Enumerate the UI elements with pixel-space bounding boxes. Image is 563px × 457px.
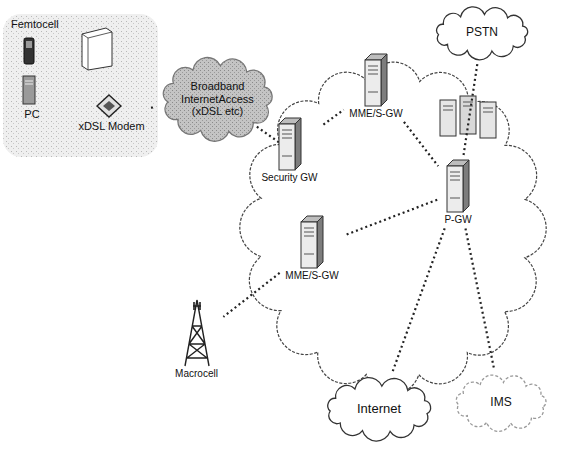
link-line xyxy=(256,126,279,142)
node-label: MME/S-GW xyxy=(349,108,402,120)
link-line xyxy=(151,106,156,109)
cloud-outline-path xyxy=(163,58,272,142)
node-label: Broadband InternetAccess (xDSL etc) xyxy=(175,80,261,118)
node-label: P-GW xyxy=(444,214,471,226)
node-label: MME/S-GW xyxy=(285,270,338,282)
node-label: Femtocell xyxy=(5,16,59,31)
security-gateway: Security GW xyxy=(258,116,321,184)
server-icon xyxy=(297,214,327,270)
node-label: PSTN xyxy=(466,26,498,40)
modem-icon xyxy=(96,94,122,118)
pc-icon xyxy=(19,74,39,106)
node-label: xDSL Modem xyxy=(72,118,144,133)
pc-figure xyxy=(23,76,35,104)
pgw-server: P-GW xyxy=(440,158,476,226)
xdsl-modem: xDSL Modem xyxy=(69,94,148,133)
server-icon xyxy=(275,116,305,172)
internet-cloud: Internet xyxy=(316,372,442,446)
cloud-outline-path xyxy=(437,7,528,60)
link-line xyxy=(404,122,438,166)
link-line xyxy=(465,228,494,370)
link-line xyxy=(392,228,445,373)
link-line xyxy=(345,200,437,235)
cloud-outline-path xyxy=(456,375,546,431)
modem-figure xyxy=(97,95,121,117)
femtocell-zone xyxy=(3,14,158,157)
link-line xyxy=(323,110,343,125)
mme-sgw-server: MME/S-GW xyxy=(346,52,406,120)
server-figure xyxy=(279,118,301,170)
tower-figure xyxy=(185,300,209,366)
server-icon xyxy=(361,52,391,108)
mme-sgw-server: MME/S-GW xyxy=(282,214,342,282)
link-line xyxy=(223,273,279,317)
tower-icon xyxy=(177,296,217,368)
pstn-cloud: PSTN xyxy=(426,2,538,64)
server-figure xyxy=(447,160,469,212)
node-label: PC xyxy=(18,106,39,121)
macrocell-tower: Macrocell xyxy=(172,296,221,380)
broadband-cloud: Broadband InternetAccess (xDSL etc) xyxy=(152,50,283,148)
server-figure xyxy=(301,216,323,268)
node-label: Internet xyxy=(357,402,401,417)
mobile-phone xyxy=(24,38,34,64)
core-network-cloud xyxy=(240,62,546,394)
link-line xyxy=(464,64,478,155)
pc-terminal: PC xyxy=(15,74,43,121)
node-label: Security GW xyxy=(261,172,317,184)
ims-cloud: IMS xyxy=(446,370,556,436)
server-figure xyxy=(365,54,387,106)
node-label: Macrocell xyxy=(175,368,218,380)
node-label: IMS xyxy=(490,396,511,410)
server-icon xyxy=(443,158,473,214)
cloud-outline-path xyxy=(328,378,431,441)
femtocell-region: FemtocellPC xDSL Modem xyxy=(5,16,155,155)
pstn-gateway-servers xyxy=(440,96,496,138)
femtocell-device xyxy=(82,28,112,70)
